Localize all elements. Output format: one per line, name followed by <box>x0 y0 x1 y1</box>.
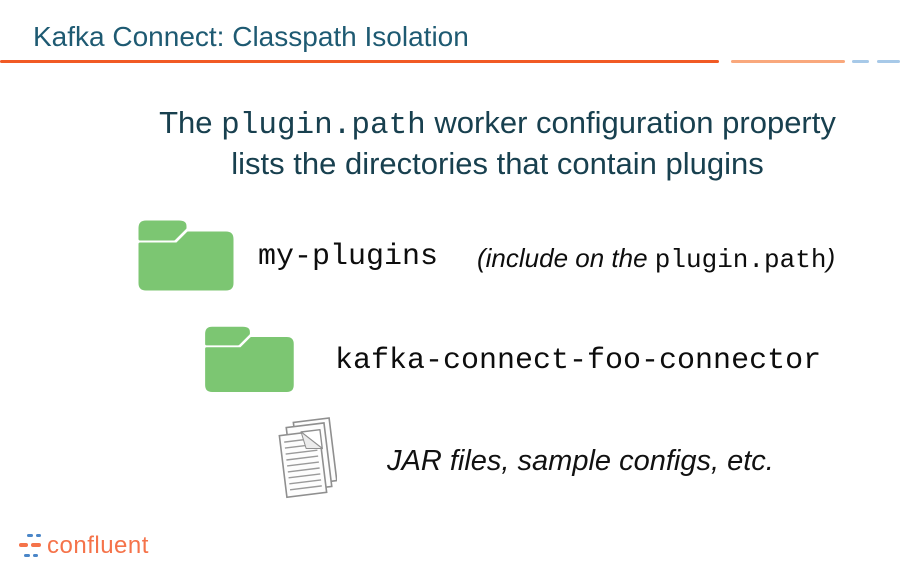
confluent-logo-text: confluent <box>47 532 149 559</box>
confluent-logo: confluent <box>18 530 149 562</box>
note-text: (include on the <box>477 243 655 273</box>
title-divider <box>0 60 900 63</box>
heading-text: The <box>159 105 222 140</box>
folder-icon <box>205 326 294 392</box>
documents-caption: JAR files, sample configs, etc. <box>387 445 774 477</box>
slide-heading: The plugin.path worker configuration pro… <box>95 104 900 183</box>
confluent-logo-mark <box>19 534 41 557</box>
documents-icon <box>278 417 337 499</box>
folder-note: (include on the plugin.path) <box>477 243 835 275</box>
note-close-paren: ) <box>826 243 836 273</box>
folder-label: my-plugins <box>258 240 439 274</box>
divider-blue-segment-1 <box>852 60 869 63</box>
heading-code: plugin.path <box>221 108 426 143</box>
heading-text-cont: worker configuration property <box>425 105 836 140</box>
slide-title: Kafka Connect: Classpath Isolation <box>33 21 469 52</box>
divider-blue-segment-2 <box>877 60 900 63</box>
divider-orange-segment <box>0 60 719 63</box>
divider-light-orange-segment <box>731 60 845 63</box>
folder-label: kafka-connect-foo-connector <box>335 344 822 378</box>
folder-icon <box>138 220 234 291</box>
note-code: plugin.path <box>654 245 827 275</box>
heading-line2: lists the directories that contain plugi… <box>231 146 764 181</box>
